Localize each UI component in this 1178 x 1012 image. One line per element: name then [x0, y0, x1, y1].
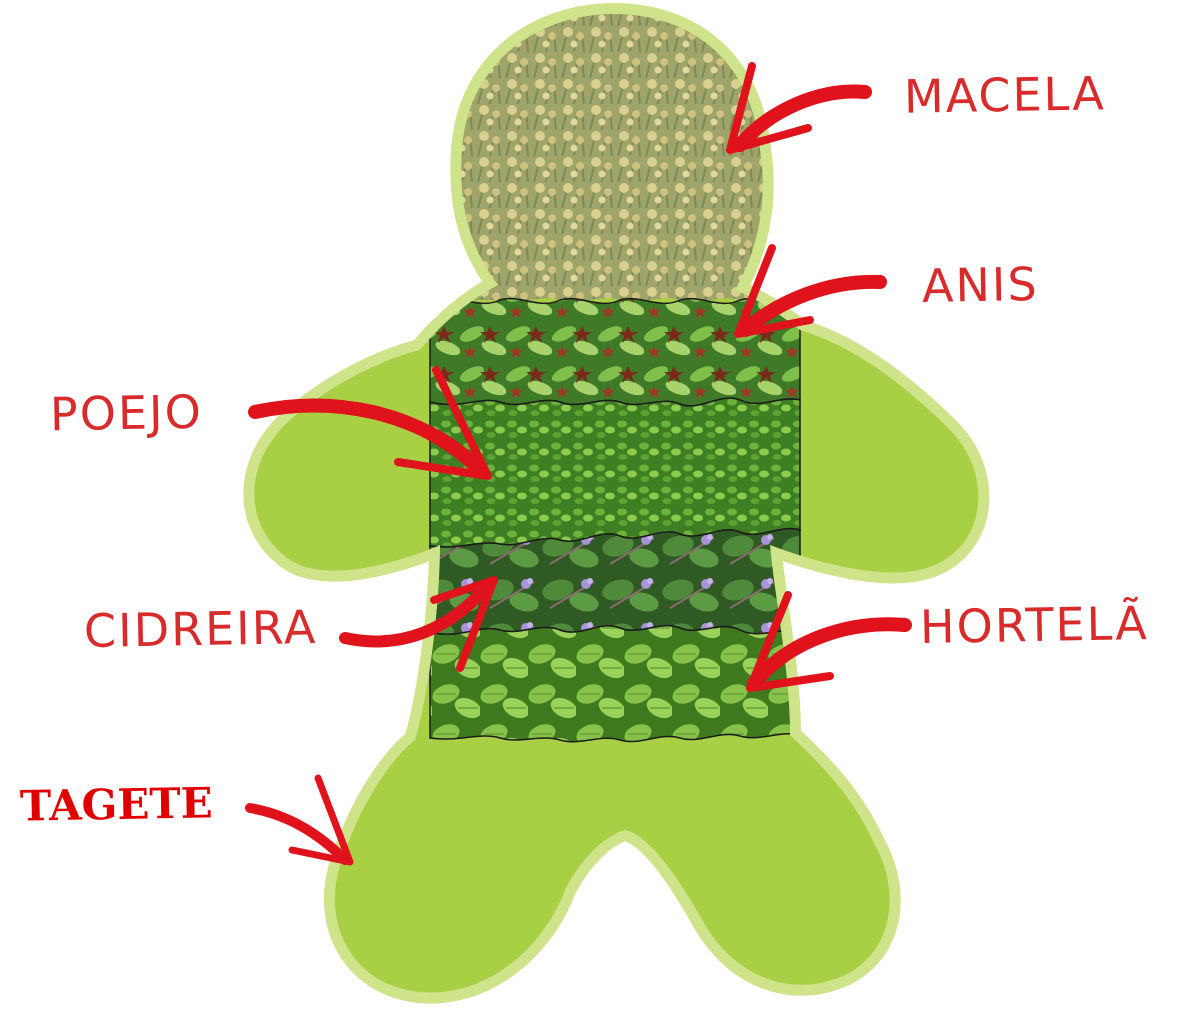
- label-tagete: TAGETE: [20, 782, 213, 827]
- label-anis: ANIS: [922, 261, 1039, 309]
- band-macela: [440, 0, 800, 302]
- label-poejo: POEJO: [50, 389, 204, 438]
- label-hortela: HORTELÃ: [920, 600, 1150, 650]
- plant-bands: [430, 0, 800, 742]
- label-macela: MACELA: [904, 70, 1106, 120]
- label-cidreira: CIDREIRA: [84, 604, 318, 654]
- band-hortela: [430, 626, 800, 742]
